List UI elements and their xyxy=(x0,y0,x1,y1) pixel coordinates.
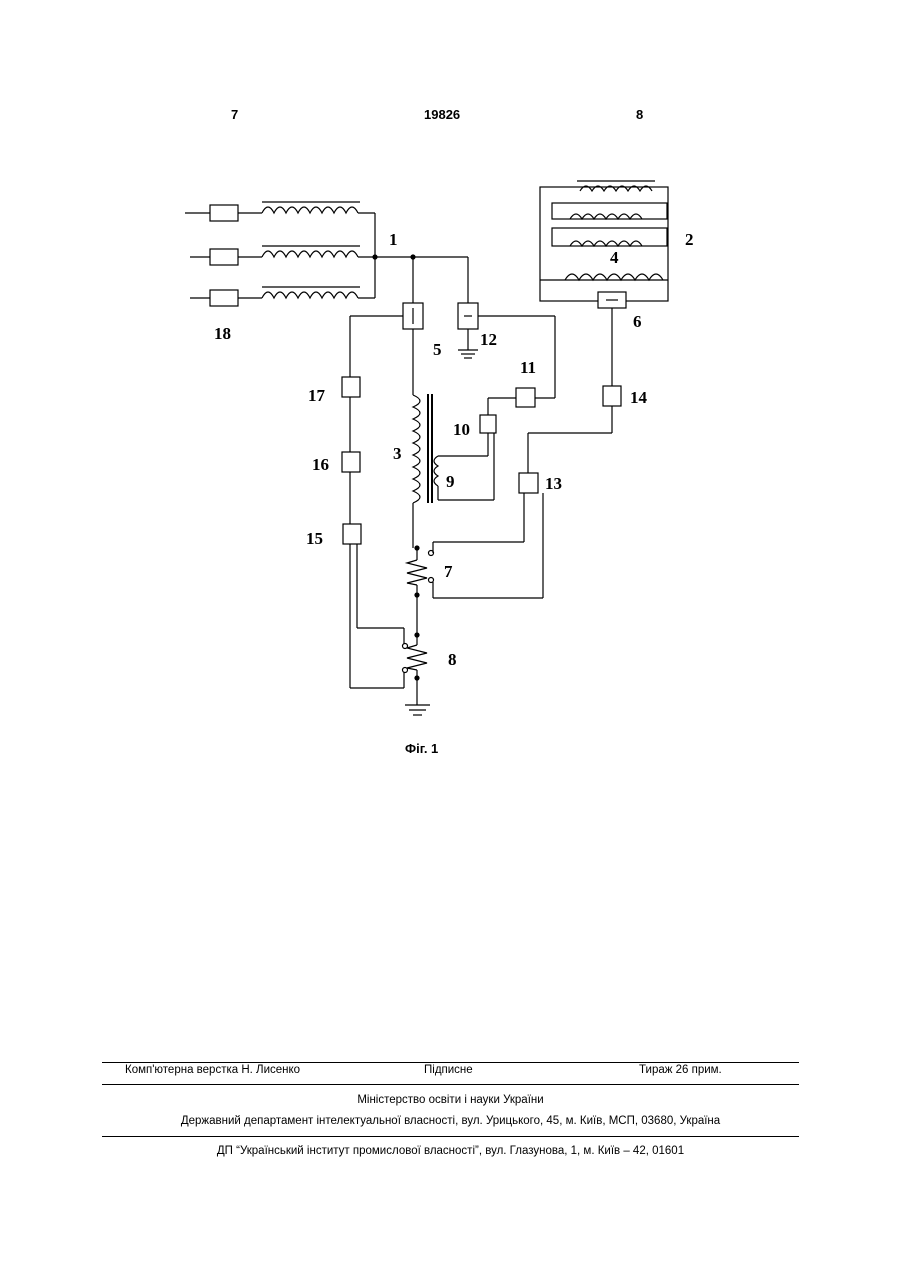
label-8: 8 xyxy=(448,650,457,669)
label-4: 4 xyxy=(610,248,619,267)
label-11: 11 xyxy=(520,358,536,377)
label-2: 2 xyxy=(685,230,694,249)
generator-unit xyxy=(540,181,668,433)
label-3: 3 xyxy=(393,444,402,463)
label-15: 15 xyxy=(306,529,323,548)
footer-rule-middle xyxy=(102,1084,799,1085)
footer-circulation: Тираж 26 прим. xyxy=(639,1064,722,1076)
label-17: 17 xyxy=(308,386,326,405)
transformer xyxy=(413,394,494,548)
label-14: 14 xyxy=(630,388,648,407)
label-5: 5 xyxy=(433,340,442,359)
footer-ministry: Міністерство освіти і науки України xyxy=(102,1094,799,1106)
label-12: 12 xyxy=(480,330,497,349)
label-6: 6 xyxy=(633,312,642,331)
footer-institute: ДП “Український інститут промислової вла… xyxy=(102,1145,799,1157)
footer-rule-bottom xyxy=(102,1136,799,1137)
footer-layout: Комп'ютерна верстка Н. Лисенко xyxy=(125,1064,300,1076)
label-9: 9 xyxy=(446,472,455,491)
figure-caption: Фіг. 1 xyxy=(405,741,438,756)
block-13 xyxy=(519,433,612,493)
label-1: 1 xyxy=(389,230,398,249)
control-blocks xyxy=(480,388,535,433)
left-chain xyxy=(342,316,404,688)
footer-department: Державний департамент інтелектуальної вл… xyxy=(102,1115,799,1127)
label-16: 16 xyxy=(312,455,329,474)
label-18: 18 xyxy=(214,324,231,343)
input-phase-lines xyxy=(185,202,468,306)
footer-rule-top xyxy=(102,1062,799,1063)
resistors xyxy=(403,493,544,715)
label-10: 10 xyxy=(453,420,470,439)
label-7: 7 xyxy=(444,562,453,581)
label-13: 13 xyxy=(545,474,562,493)
footer-signed: Підписне xyxy=(424,1064,473,1076)
